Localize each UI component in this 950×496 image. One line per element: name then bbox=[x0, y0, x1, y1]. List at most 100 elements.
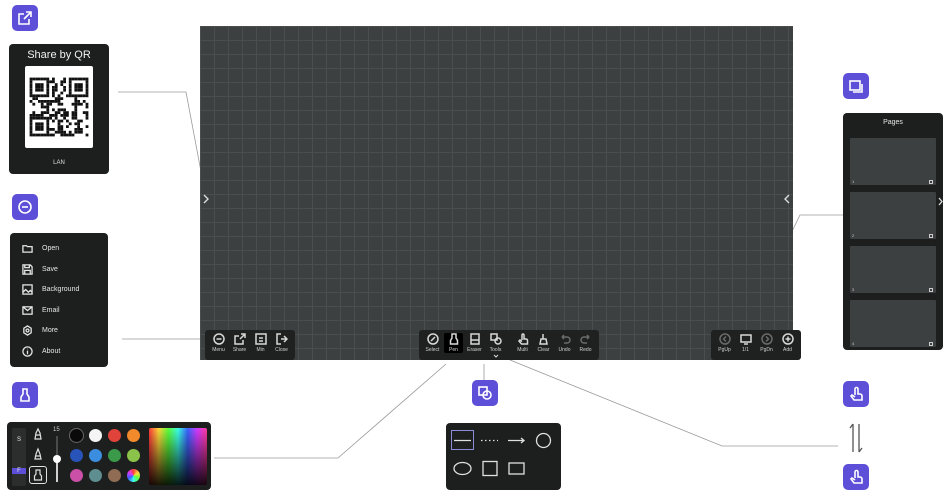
minimize-button[interactable]: Min bbox=[251, 333, 270, 353]
trash-icon[interactable] bbox=[929, 342, 933, 346]
color-swatch[interactable] bbox=[70, 469, 83, 482]
menu-item-label: More bbox=[42, 327, 58, 334]
page-number: 1 bbox=[852, 179, 855, 184]
page-up-button[interactable]: PgUp bbox=[715, 333, 734, 353]
touch-badge-top bbox=[843, 381, 869, 407]
highlighter-button[interactable] bbox=[29, 466, 47, 484]
multi-touch-button[interactable]: Multi bbox=[513, 333, 532, 353]
shape-arrow-button[interactable] bbox=[505, 430, 528, 450]
line-icon bbox=[454, 439, 471, 441]
pen-settings-panel: S F 15 bbox=[7, 422, 211, 490]
color-swatch[interactable] bbox=[89, 449, 102, 462]
eraser-button[interactable]: Eraser bbox=[465, 333, 484, 353]
chevron-right-icon[interactable] bbox=[203, 194, 209, 204]
pen-badge bbox=[12, 382, 38, 408]
toolbar-label: PgUp bbox=[718, 347, 731, 353]
menu-button[interactable]: Menu bbox=[209, 333, 228, 353]
menu-item-open[interactable]: Open bbox=[22, 243, 59, 254]
page-thumbnail[interactable]: 2 bbox=[850, 192, 936, 239]
menu-item-about[interactable]: About bbox=[22, 346, 60, 357]
menu-item-more[interactable]: More bbox=[22, 325, 58, 336]
toolbar-label: Tools bbox=[489, 347, 502, 353]
swap-arrows-icon bbox=[849, 423, 863, 453]
pen-size-handle[interactable] bbox=[53, 455, 61, 463]
chevron-left-icon[interactable] bbox=[784, 194, 790, 204]
pages-title: Pages bbox=[883, 119, 903, 126]
trash-icon[interactable] bbox=[929, 288, 933, 292]
trash-icon[interactable] bbox=[929, 180, 933, 184]
color-swatch[interactable] bbox=[70, 429, 83, 442]
color-swatch[interactable] bbox=[127, 469, 140, 482]
page-thumbnail[interactable]: 1 bbox=[850, 138, 936, 185]
page-thumbnail[interactable]: 3 bbox=[850, 246, 936, 293]
highlighter-icon bbox=[33, 469, 43, 481]
color-swatch[interactable] bbox=[127, 429, 140, 442]
rectangle-icon bbox=[508, 461, 525, 475]
color-swatch[interactable] bbox=[89, 429, 102, 442]
page-thumbnail[interactable]: 4 bbox=[850, 300, 936, 347]
minimize-icon bbox=[254, 333, 267, 345]
minus-circle-icon bbox=[212, 333, 225, 345]
shapes-icon bbox=[478, 386, 492, 400]
settings-icon bbox=[23, 325, 32, 336]
undo-button[interactable]: Undo bbox=[555, 333, 574, 353]
share-button[interactable]: Share bbox=[230, 333, 249, 353]
tools-badge bbox=[472, 380, 498, 406]
share-qr-panel: Share by QR LAN bbox=[9, 44, 109, 174]
toolbar-label: PgDn bbox=[760, 347, 773, 353]
shapes-panel bbox=[446, 423, 561, 490]
menu-item-label: About bbox=[42, 348, 61, 355]
touch-icon bbox=[849, 469, 863, 484]
color-swatch[interactable] bbox=[89, 469, 102, 482]
color-swatch[interactable] bbox=[70, 449, 83, 462]
toolbar-label: Eraser bbox=[467, 347, 482, 353]
menu-item-background[interactable]: Background bbox=[22, 284, 79, 295]
pen-button[interactable]: Pen bbox=[444, 333, 463, 353]
touch-badge-bottom bbox=[843, 464, 869, 490]
trash-icon[interactable] bbox=[929, 234, 933, 238]
chevron-right-icon[interactable] bbox=[938, 197, 943, 206]
add-page-button[interactable]: Add bbox=[778, 333, 797, 353]
dotted-line-icon bbox=[481, 439, 498, 441]
eraser-icon bbox=[469, 333, 480, 345]
pen-size-fill bbox=[56, 458, 58, 482]
color-swatch[interactable] bbox=[108, 429, 121, 442]
page-indicator[interactable]: 1/1 bbox=[736, 333, 755, 353]
menu-item-email[interactable]: Email bbox=[22, 305, 60, 316]
plus-circle-icon bbox=[781, 333, 794, 345]
close-button[interactable]: Close bbox=[272, 333, 291, 353]
page-down-button[interactable]: PgDn bbox=[757, 333, 776, 353]
shape-line-button[interactable] bbox=[451, 430, 474, 450]
menu-item-label: Save bbox=[42, 266, 58, 273]
save-icon bbox=[22, 264, 33, 275]
pen-size-value: 15 bbox=[53, 427, 60, 433]
page-number: 4 bbox=[852, 341, 855, 346]
touch-icon bbox=[849, 386, 863, 401]
pen-fine-icon[interactable] bbox=[31, 427, 45, 441]
image-icon bbox=[22, 284, 33, 295]
color-swatch[interactable] bbox=[108, 469, 121, 482]
color-swatch[interactable] bbox=[127, 449, 140, 462]
shape-rectangle-button[interactable] bbox=[505, 458, 528, 478]
tools-button[interactable]: Tools bbox=[486, 333, 505, 353]
shape-square-button[interactable] bbox=[478, 458, 501, 478]
shape-circle-button[interactable] bbox=[532, 430, 555, 450]
toolbar-label: Multi bbox=[517, 347, 528, 353]
color-picker-gradient[interactable] bbox=[149, 428, 207, 485]
color-swatch[interactable] bbox=[108, 449, 121, 462]
pen-icon bbox=[20, 388, 30, 402]
pen-brush-icon[interactable] bbox=[31, 447, 45, 461]
menu-item-save[interactable]: Save bbox=[22, 264, 58, 275]
shape-dotted-line-button[interactable] bbox=[478, 430, 501, 450]
select-button[interactable]: Select bbox=[423, 333, 442, 353]
ellipse-icon bbox=[453, 461, 472, 475]
redo-icon bbox=[579, 334, 590, 344]
clear-button[interactable]: Clear bbox=[534, 333, 553, 353]
arrow-icon bbox=[508, 437, 526, 443]
toolbar-label: 1/1 bbox=[742, 347, 749, 353]
whiteboard-canvas[interactable]: Menu Share Min Close Select Pen Eraser bbox=[200, 26, 801, 360]
pen-mode-switch[interactable]: S F bbox=[12, 428, 26, 486]
redo-button[interactable]: Redo bbox=[576, 333, 595, 353]
shape-ellipse-button[interactable] bbox=[451, 458, 474, 478]
chevron-down-icon[interactable] bbox=[493, 354, 499, 358]
